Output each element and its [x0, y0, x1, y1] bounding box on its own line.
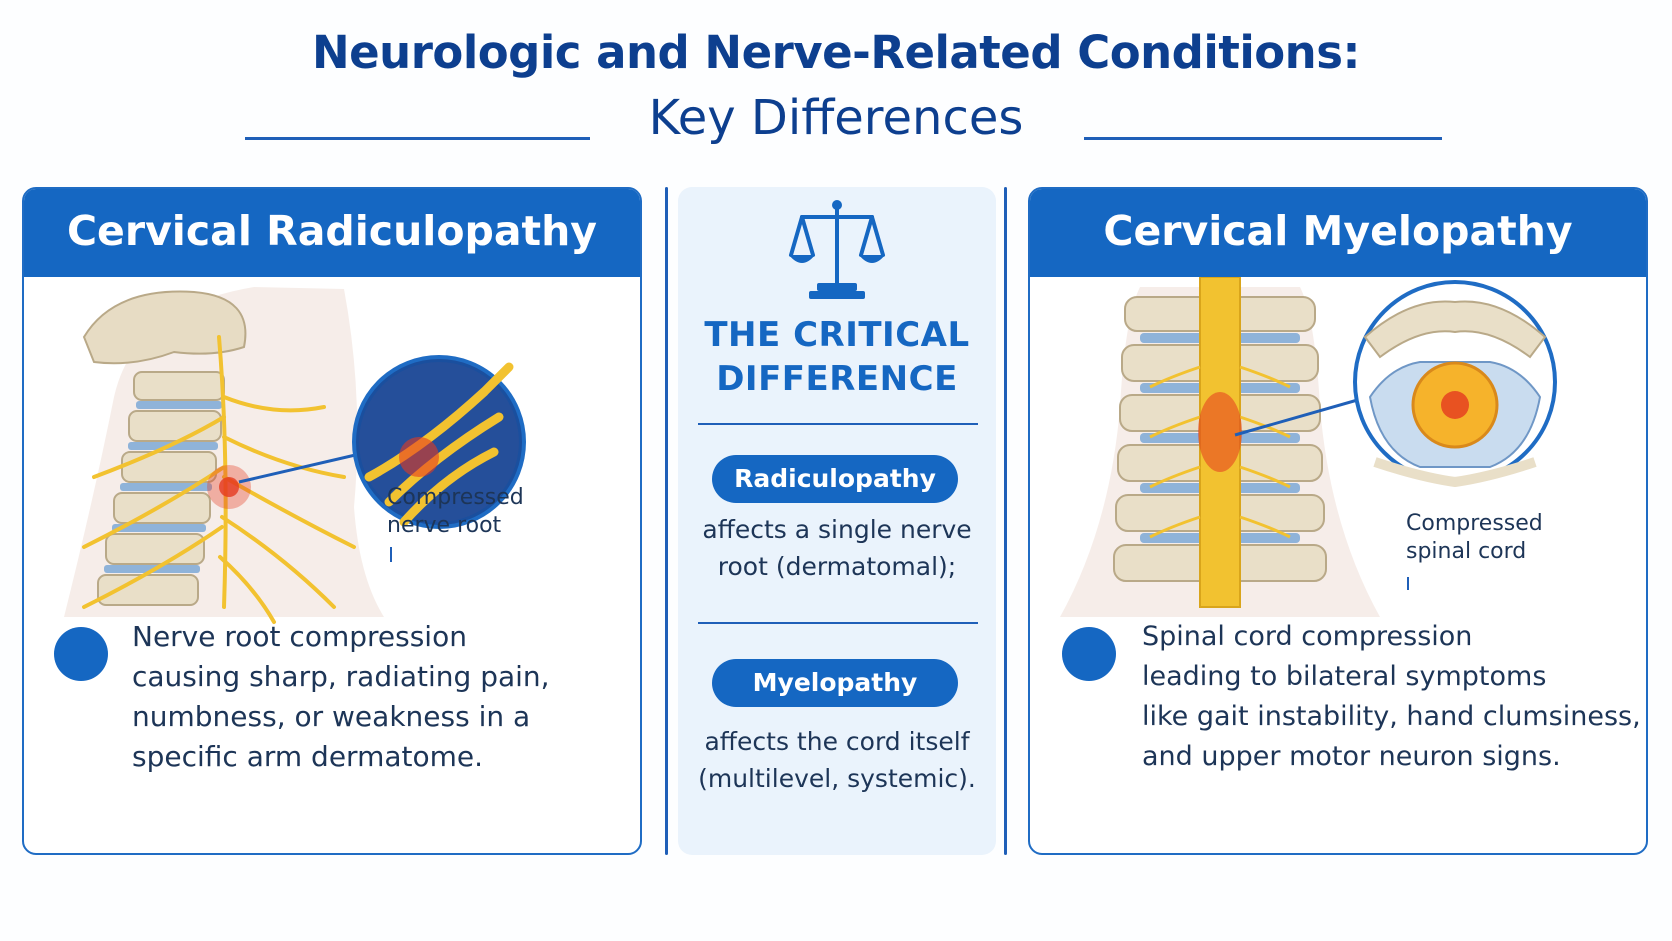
description-line: and upper motor neuron signs.	[1142, 741, 1561, 772]
description-line: numbness, or weakness in a	[132, 700, 531, 733]
scales-icon	[789, 200, 885, 299]
radiculopathy-pill: Radiculopathy	[712, 455, 958, 503]
myelopathy-illustration	[1060, 277, 1557, 617]
title-divider-right	[1084, 137, 1442, 140]
center-separator	[698, 622, 978, 624]
compressed-cord-zoom	[1353, 280, 1557, 488]
radiculopathy-summary: affects a single nerve root (dermatomal)…	[678, 511, 996, 585]
description-line: Spinal cord compression	[1142, 621, 1473, 652]
description-line: leading to bilateral symptoms	[1142, 661, 1547, 692]
myelopathy-panel-header: Cervical Myelopathy	[1030, 189, 1646, 277]
check-icon	[54, 627, 108, 755]
callout-line-2: nerve root	[387, 513, 502, 538]
radiculopathy-description: Nerve root compression causing sharp, ra…	[132, 617, 550, 777]
center-divider-right	[1004, 187, 1007, 855]
compressed-nerve-zoom	[352, 355, 526, 529]
radiculopathy-callout: Compressed nerve root	[387, 484, 524, 540]
radiculopathy-panel-header: Cervical Radiculopathy	[24, 189, 640, 277]
inflammation-spot	[1198, 392, 1242, 472]
critical-difference-panel: THE CRITICAL DIFFERENCE Radiculopathy af…	[678, 187, 996, 855]
center-separator	[698, 423, 978, 425]
radiculopathy-illustration	[64, 287, 526, 624]
callout-line-1: Compressed	[387, 485, 524, 510]
heading-line-2: DIFFERENCE	[716, 359, 958, 399]
myelopathy-callout: Compressed spinal cord	[1406, 510, 1543, 566]
description-line: causing sharp, radiating pain,	[132, 660, 550, 693]
radiculopathy-title: Cervical Radiculopathy	[66, 207, 598, 255]
nerve-branches	[1149, 365, 1291, 539]
summary-line: (multilevel, systemic).	[698, 764, 976, 793]
myelopathy-pill: Myelopathy	[712, 659, 958, 707]
page-title: Neurologic and Nerve-Related Conditions:	[312, 26, 1360, 79]
summary-line: root (dermatomal);	[717, 552, 957, 581]
radiculopathy-panel: Cervical Radiculopathy	[22, 187, 642, 855]
myelopathy-description: Spinal cord compression leading to bilat…	[1142, 617, 1641, 777]
summary-line: affects a single nerve	[702, 515, 972, 544]
description-line: Nerve root compression	[132, 620, 467, 653]
myelopathy-title: Cervical Myelopathy	[1103, 207, 1573, 255]
check-icon	[1062, 627, 1116, 755]
critical-difference-heading: THE CRITICAL DIFFERENCE	[678, 313, 996, 401]
page-subtitle: Key Differences	[648, 90, 1024, 146]
callout-line-1: Compressed	[1406, 511, 1543, 536]
myelopathy-summary: affects the cord itself (multilevel, sys…	[678, 723, 996, 797]
description-line: specific arm dermatome.	[132, 740, 484, 773]
heading-line-1: THE CRITICAL	[704, 315, 970, 355]
description-line: like gait instability, hand clumsiness,	[1142, 701, 1641, 732]
callout-line-2: spinal cord	[1406, 539, 1527, 564]
title-divider-left	[245, 137, 590, 140]
nerve-roots	[82, 335, 356, 624]
summary-line: affects the cord itself	[704, 727, 970, 756]
myelopathy-panel: Cervical Myelopathy	[1028, 187, 1648, 855]
center-divider-left	[665, 187, 668, 855]
